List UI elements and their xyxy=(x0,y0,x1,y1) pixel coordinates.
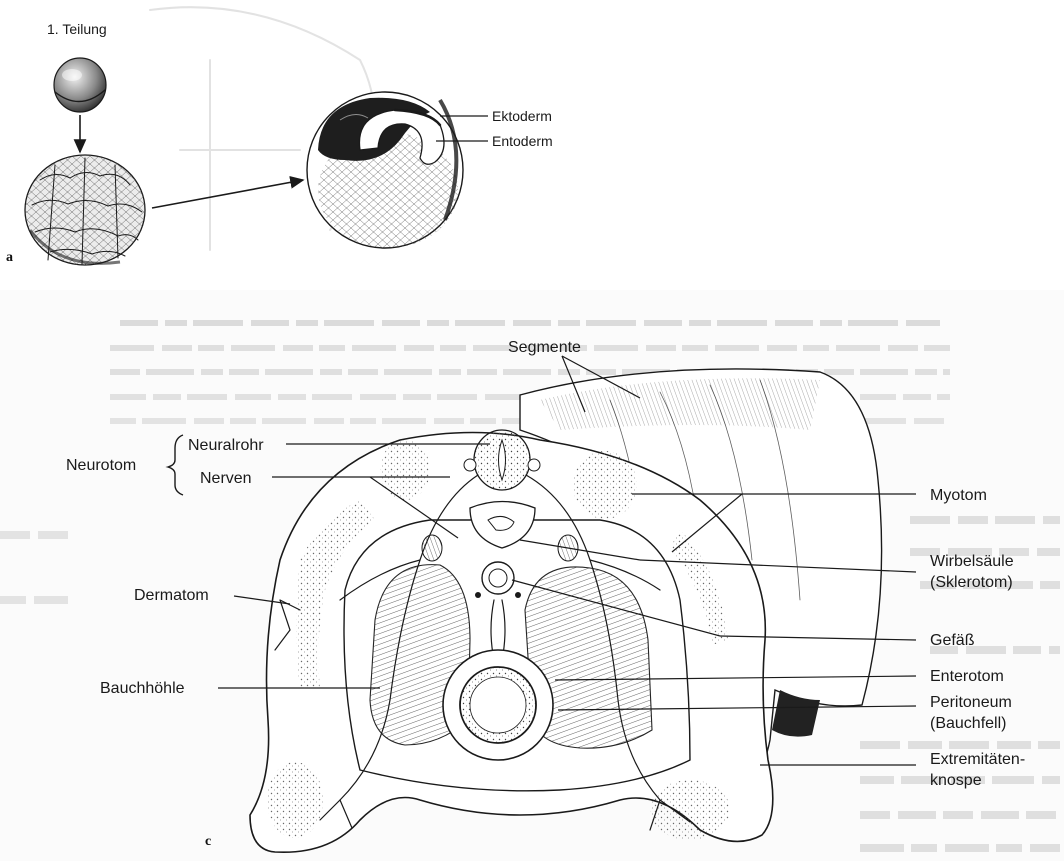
enterotome-label: Enterotom xyxy=(930,668,1004,685)
dermatome-label: Dermatom xyxy=(134,587,209,604)
gastrula xyxy=(307,92,463,248)
endoderm-label: Entoderm xyxy=(492,133,553,149)
spine-label-line2: (Sklerotom) xyxy=(930,574,1013,591)
panel-a-letter: a xyxy=(6,250,13,265)
vessel-label: Gefäß xyxy=(930,632,975,649)
first-division-label: 1. Teilung xyxy=(47,21,107,37)
myotome-label: Myotom xyxy=(930,487,987,504)
spine-label-line1: Wirbelsäule xyxy=(930,553,1014,570)
peritoneum-label-line1: Peritoneum xyxy=(930,694,1012,711)
peritoneum-label-line2: (Bauchfell) xyxy=(930,715,1006,732)
panel-a: 1. Teilung xyxy=(6,7,553,265)
arrow-to-gastrula xyxy=(152,180,303,208)
limb-bud-label-line2: knospe xyxy=(930,772,982,789)
zygote xyxy=(54,58,106,112)
limb-bud-label-line1: Extremitäten- xyxy=(930,751,1025,768)
morula xyxy=(25,155,145,265)
nerves-label: Nerven xyxy=(200,470,252,487)
panel-c-letter: c xyxy=(205,834,211,849)
neural-tube-label: Neuralrohr xyxy=(188,437,264,454)
ectoderm-label: Ektoderm xyxy=(492,108,552,124)
abdominal-cavity-label: Bauchhöhle xyxy=(100,680,185,697)
segments-label: Segmente xyxy=(508,339,581,356)
neurotome-label: Neurotom xyxy=(66,457,136,474)
